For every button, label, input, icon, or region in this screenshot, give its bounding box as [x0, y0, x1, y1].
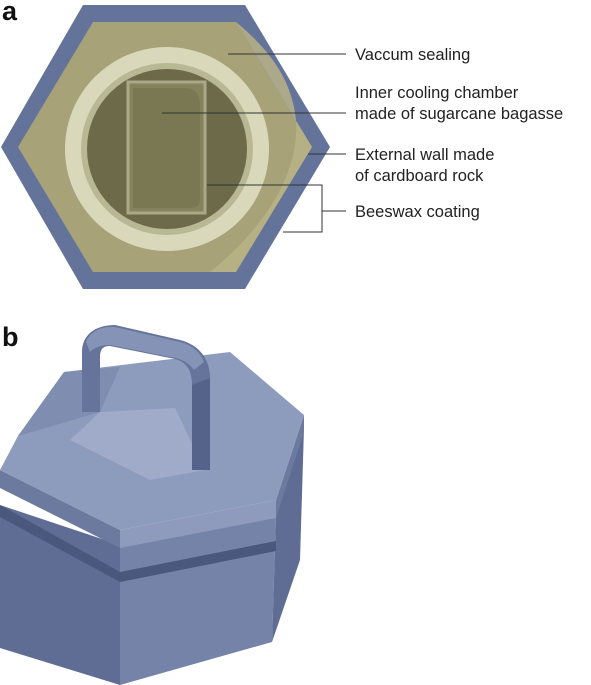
body-left-face — [0, 505, 120, 685]
panel-b: b — [0, 322, 304, 685]
bagasse-box-outline — [126, 80, 207, 215]
lid-top-recess — [70, 408, 205, 480]
body-right-face — [272, 428, 304, 642]
panel-a: a Vaccum sealing Inner cooling chamber m… — [1, 0, 563, 289]
body-seam-front — [120, 541, 276, 582]
panel-a-letter: a — [2, 0, 18, 26]
label-external-wall-1: External wall made — [355, 146, 494, 164]
label-inner-chamber-1: Inner cooling chamber — [355, 84, 519, 102]
body-seam-left — [0, 505, 120, 582]
handle-front-post — [192, 378, 210, 470]
label-beeswax: Beeswax coating — [355, 203, 480, 221]
label-vacuum-sealing: Vaccum sealing — [355, 46, 470, 64]
panel-b-letter: b — [2, 322, 19, 352]
label-inner-chamber-2: made of sugarcane bagasse — [355, 105, 563, 123]
leader-beeswax-bracket — [207, 184, 323, 233]
lid-right-band — [276, 415, 304, 518]
lid-front-band — [120, 500, 276, 548]
vacuum-sealing-highlight — [210, 22, 312, 272]
handle-top-face — [86, 326, 204, 370]
label-external-wall-2: of cardboard rock — [355, 167, 484, 185]
lid-left-band — [0, 470, 120, 548]
bagasse-inner-fill — [133, 88, 200, 208]
